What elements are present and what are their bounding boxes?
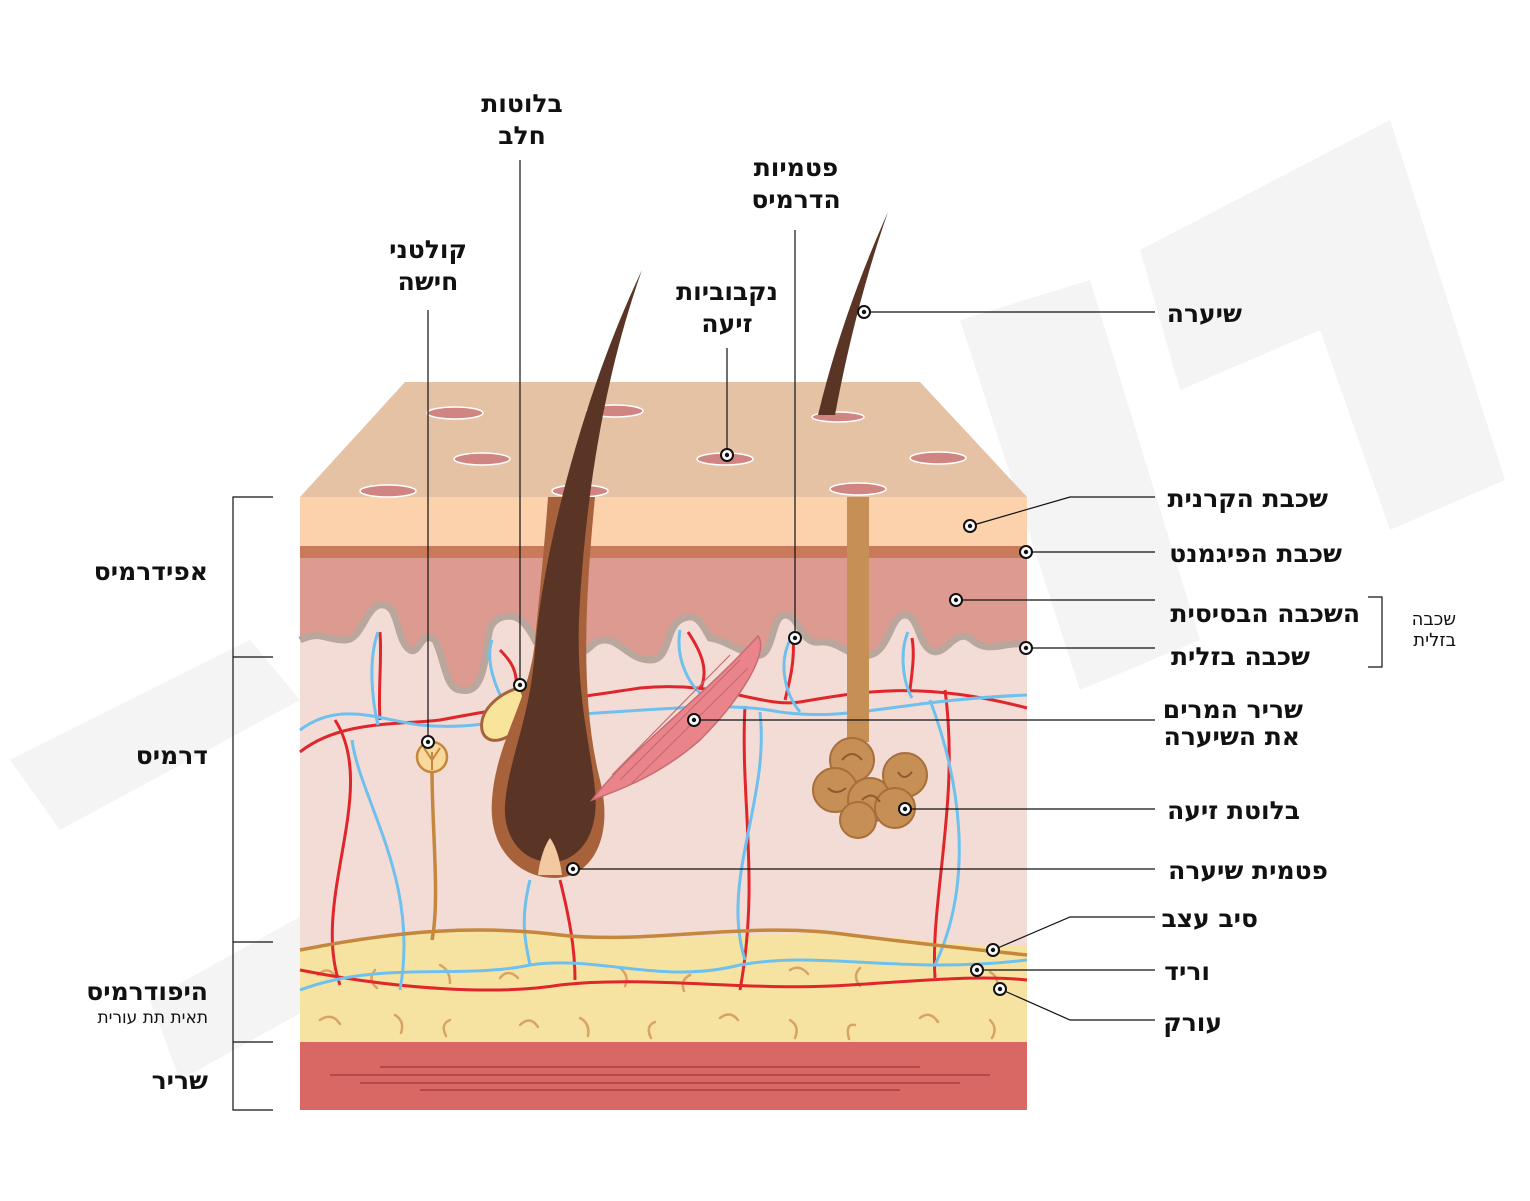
label-hair-papilla: פטמית שיערה <box>1168 856 1328 885</box>
leader-lines <box>232 160 1383 1111</box>
region-epidermis: אפידרמיס <box>94 557 208 586</box>
region-dermis: דרמיס <box>136 741 208 770</box>
muscle-striations <box>611 654 749 786</box>
label-pigment-layer: שכבת הפיגמנט <box>1169 539 1342 568</box>
label-hair: שיערה <box>1167 299 1242 328</box>
skin-block <box>298 212 1028 1110</box>
label-pores-line1: נקבוביות <box>676 277 778 306</box>
label-basal-group-line1: שכבה <box>1412 609 1456 630</box>
label-receptor-line2: חישה <box>398 267 459 296</box>
marker-centers <box>425 309 1029 992</box>
label-pores-line2: זיעה <box>701 309 752 338</box>
right-labels: שיערה שכבת הקרנית שכבת הפיגמנט השכבה הבס… <box>1161 299 1360 1037</box>
top-labels: בלוטות חלב קולטני חישה פטמיות הדרמיס נקב… <box>389 89 841 338</box>
hair-shaft-small <box>818 212 888 415</box>
label-stratum-basale: השכבה הבסיסית <box>1170 599 1360 628</box>
label-nerve-fiber: סיב עצב <box>1161 904 1258 933</box>
hypodermis-layer <box>300 930 1027 1042</box>
label-receptor-line1: קולטני <box>389 235 467 264</box>
label-arrector-line2: את השיערה <box>1164 722 1300 751</box>
region-labels: אפידרמיס דרמיס היפודרמיס שריר <box>86 557 208 1095</box>
label-stratum-corneum: שכבת הקרנית <box>1167 484 1328 513</box>
basale-layer <box>300 558 1027 691</box>
label-vein: וריד <box>1164 957 1210 986</box>
hair-papilla-shape <box>538 838 562 875</box>
skin-surface <box>300 382 1027 497</box>
label-basal-group-line2: בזלית <box>1413 630 1456 651</box>
basal-group-label: שכבה בזלית <box>1412 609 1456 651</box>
stratum-corneum-layer <box>300 497 1027 546</box>
label-sebaceous-line1: בלוטות <box>481 89 563 118</box>
label-sweat-gland: בלוטת זיעה <box>1167 796 1300 825</box>
label-sebaceous-line2: חלב <box>498 121 546 150</box>
label-basal-layer: שכבה בזלית <box>1171 642 1310 671</box>
basal-membrane <box>298 601 1028 695</box>
label-dermal-papillae-line2: הדרמיס <box>751 185 840 214</box>
label-artery: עורק <box>1163 1008 1222 1037</box>
sweat-duct <box>847 497 869 742</box>
muscle-fibers <box>330 1066 990 1091</box>
region-hypodermis: היפודרמיס <box>86 977 208 1006</box>
hair-shaft <box>504 270 642 863</box>
label-dermal-papillae-line1: פטמיות <box>754 153 839 182</box>
sweat-gland-coil <box>812 737 928 839</box>
arrector-pili-muscle <box>589 634 762 802</box>
label-arrector-line1: שריר המרים <box>1163 695 1303 724</box>
region-hypodermis-sub: תאית תת עורית <box>97 1008 208 1028</box>
region-muscle: שריר <box>152 1066 208 1095</box>
sweat-gland-lines <box>827 753 913 803</box>
pigment-layer <box>300 546 1027 558</box>
nerve-fibers <box>299 769 1028 957</box>
